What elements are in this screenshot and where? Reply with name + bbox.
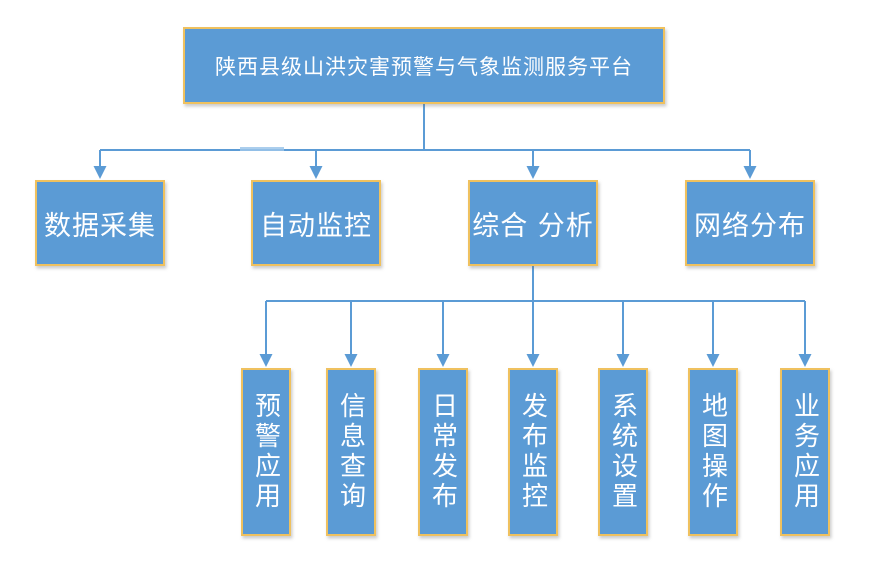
node-info-query: 信息查询 — [326, 368, 376, 536]
arrow-down-icon — [526, 166, 540, 179]
node-label: 陕西县级山洪灾害预警与气象监测服务平台 — [215, 54, 633, 79]
arrow-down-icon — [93, 166, 107, 179]
node-network-distribution: 网络分布 — [685, 180, 815, 266]
node-comprehensive-analysis: 综合 分析 — [468, 180, 598, 266]
connector-analysis-to-level3 — [265, 265, 806, 355]
node-label: 地图操作 — [697, 392, 728, 512]
arrow-down-icon — [259, 354, 273, 367]
node-label: 数据采集 — [44, 210, 156, 242]
node-label: 综合 分析 — [472, 210, 594, 242]
arrow-down-icon — [706, 354, 720, 367]
node-platform-title: 陕西县级山洪灾害预警与气象监测服务平台 — [183, 27, 665, 104]
arrow-down-icon — [743, 166, 757, 179]
node-label: 信息查询 — [335, 392, 366, 512]
node-label: 预警应用 — [250, 392, 281, 512]
node-warning-application: 预警应用 — [241, 368, 291, 536]
arrow-down-icon — [798, 354, 812, 367]
arrow-down-icon — [616, 354, 630, 367]
arrow-down-icon — [436, 354, 450, 367]
connector-highlight-segment — [240, 147, 284, 151]
connector-arrowheads-level2 — [93, 166, 757, 179]
node-business-application: 业务应用 — [780, 368, 830, 536]
node-label: 网络分布 — [694, 210, 806, 242]
node-auto-monitoring: 自动监控 — [251, 180, 381, 266]
arrow-down-icon — [526, 354, 540, 367]
node-label: 日常发布 — [427, 392, 458, 512]
node-label: 发布监控 — [517, 392, 548, 512]
connector-arrowheads-level3 — [259, 354, 812, 367]
node-data-collection: 数据采集 — [35, 180, 165, 266]
node-system-settings: 系统设置 — [598, 368, 648, 536]
node-release-monitoring: 发布监控 — [508, 368, 558, 536]
arrow-down-icon — [344, 354, 358, 367]
node-label: 自动监控 — [260, 210, 372, 242]
node-label: 业务应用 — [789, 392, 820, 512]
node-label: 系统设置 — [607, 392, 638, 512]
arrow-down-icon — [309, 166, 323, 179]
node-map-operation: 地图操作 — [688, 368, 738, 536]
node-daily-release: 日常发布 — [418, 368, 468, 536]
connector-root-to-level2 — [99, 103, 751, 167]
